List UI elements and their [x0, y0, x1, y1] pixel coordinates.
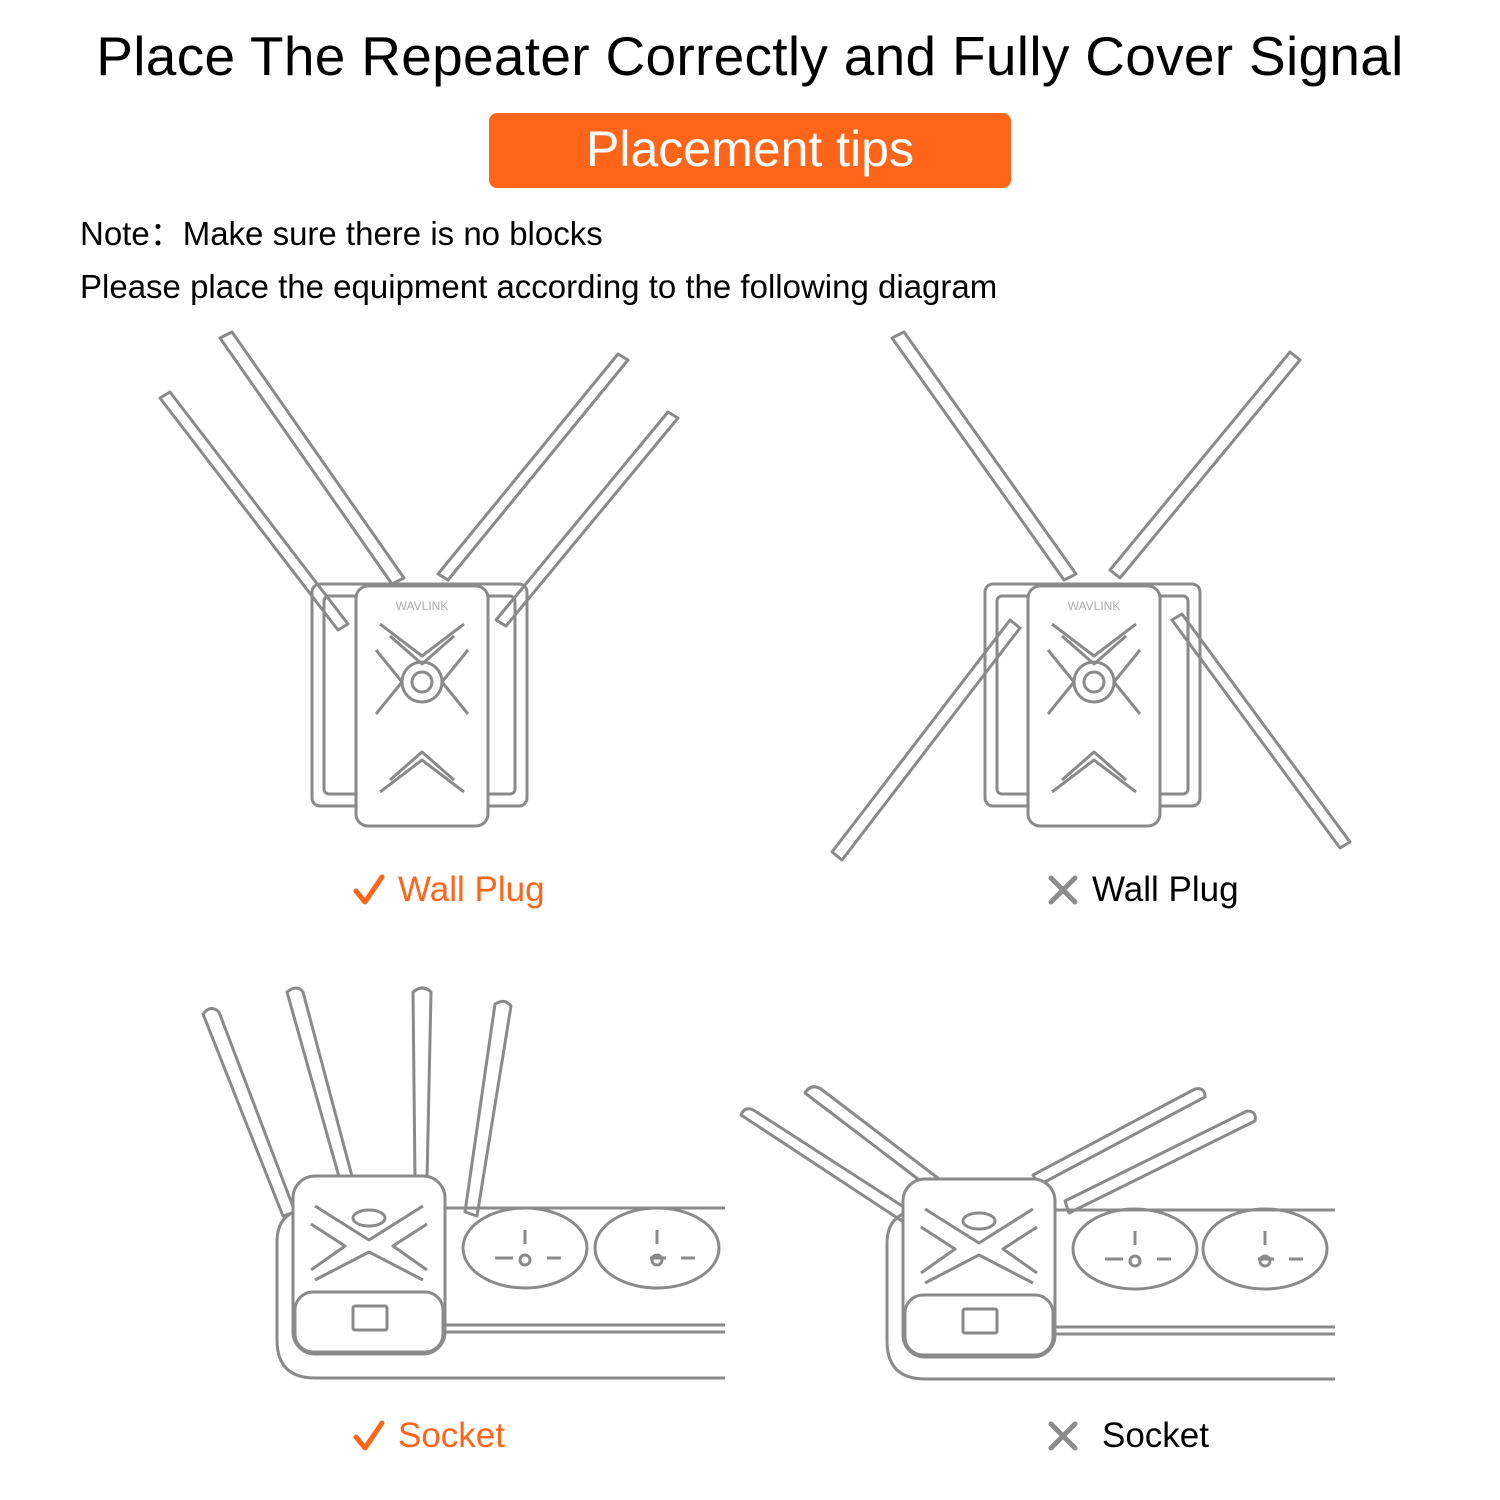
repeater-body: [291, 1174, 447, 1356]
brand-logo: WAVLINK: [396, 599, 449, 613]
example-label: Wall Plug: [1092, 870, 1239, 909]
instruction-line: Please place the equipment according to …: [80, 268, 998, 305]
page-title: Place The Repeater Correctly and Fully C…: [96, 25, 1404, 87]
example-label: Socket: [398, 1416, 505, 1455]
cross-icon: [1048, 1421, 1078, 1451]
brand-logo: WAVLINK: [1068, 599, 1121, 613]
repeater-body: [354, 584, 490, 828]
socket-wrong-illustration: [739, 1085, 1335, 1381]
socket-correct-illustration: [201, 986, 725, 1380]
repeater-body: [1026, 584, 1162, 828]
note-line: Note：Make sure there is no blocks: [80, 215, 603, 252]
example-label: Wall Plug: [398, 870, 545, 909]
outlet: [593, 1206, 721, 1290]
outlet: [1201, 1207, 1329, 1291]
socket-wrong-label: Socket: [1046, 1416, 1209, 1456]
placement-tips-badge: Placement tips: [489, 113, 1011, 188]
wall-plug-correct-illustration: WAVLINK: [158, 330, 680, 828]
check-icon: [353, 874, 385, 905]
cross-icon: [1048, 875, 1078, 905]
antenna: [158, 330, 680, 632]
socket-correct-label: Socket: [352, 1416, 505, 1456]
example-label: Socket: [1102, 1416, 1209, 1455]
check-icon: [353, 1420, 385, 1451]
wall-plug-correct-label: Wall Plug: [352, 870, 545, 910]
wall-plug-wrong-label: Wall Plug: [1046, 870, 1239, 910]
antenna: [201, 986, 513, 1218]
outlet: [461, 1206, 589, 1290]
wall-plug-wrong-illustration: WAVLINK: [830, 330, 1352, 862]
antenna: [830, 330, 1352, 862]
antenna: [739, 1085, 1257, 1225]
repeater-body: [901, 1177, 1057, 1359]
outlet: [1071, 1207, 1199, 1291]
